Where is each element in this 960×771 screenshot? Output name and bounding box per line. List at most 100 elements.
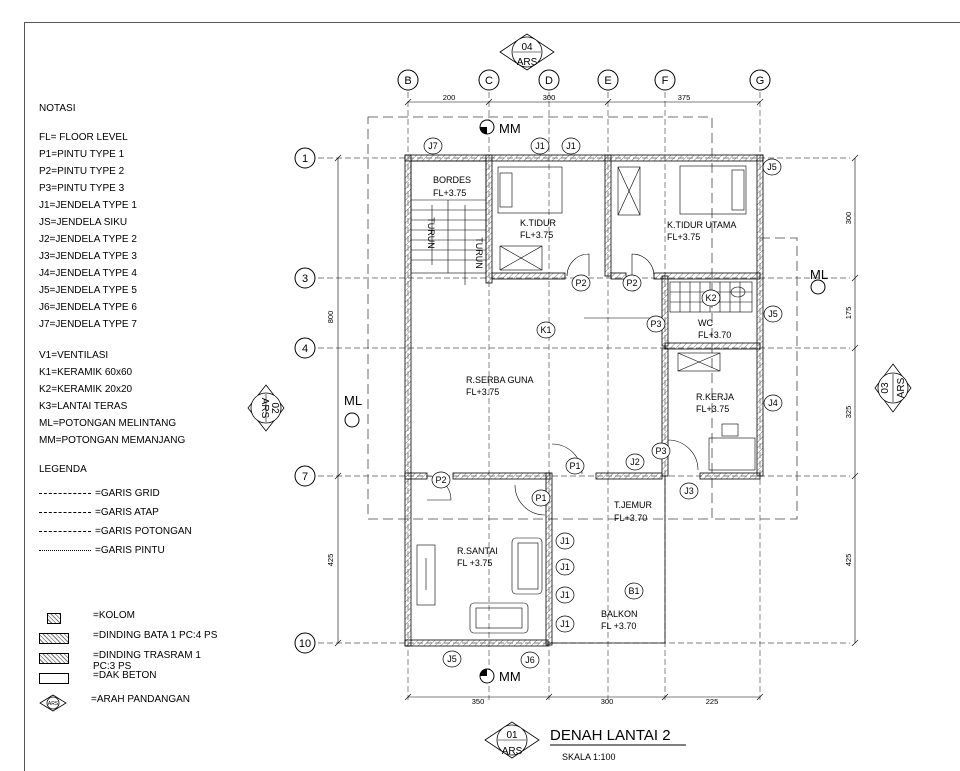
notation-item: K3=LANTAI TERAS [39,401,128,412]
notation-item: FL= FLOOR LEVEL [39,132,128,143]
drawing-title: DENAH LANTAI 2 [550,727,671,744]
tag-p3: P3 [651,442,671,460]
grid-bubble-row [294,147,316,169]
section-ml-label: ML [344,393,362,408]
legend-roof-label: =GARIS ATAP [95,507,159,518]
wardrobe-icon [499,245,543,271]
room-name: K.TIDUR UTAMA [667,220,736,230]
tag-j3: J3 [679,482,699,500]
view-num: 01 [506,730,518,741]
view-code: ARS [517,57,538,68]
tag-text: P2 [626,278,637,288]
grid-col-label: F [662,75,669,87]
tag-text: J1 [560,536,570,546]
notation-item: P3=PINTU TYPE 3 [39,183,125,194]
tag-p2: P2 [622,274,642,292]
tag-text: J4 [768,398,778,408]
room-level: FL+3.75 [433,188,466,198]
notation-item: J7=JENDELA TYPE 7 [39,319,137,330]
legend-grid-line: =GARIS GRID [39,484,192,503]
notation-item: J5=JENDELA TYPE 5 [39,285,137,296]
grid-col-label: B [404,75,411,87]
legend-concrete-slab: =DAK BETON [39,670,223,690]
legend-brick-wall: =DINDING BATA 1 PC:4 PS [39,630,223,650]
tag-text: K1 [540,325,551,335]
notation-item: JS=JENDELA SIKU [39,217,128,228]
legend-column-label: =KOLOM [93,610,135,621]
legend-heading: LEGENDA [39,464,87,475]
view-marker-top: 04 ARS [499,33,555,71]
notation-item: J3=JENDELA TYPE 3 [39,251,137,262]
tags: J7 J1 J1 J5 P2 P2 K2 J5 P3 K1 J4 P3 P1 J… [423,137,783,669]
tag-j1: J1 [555,586,575,604]
legend-brick-wall-label: =DINDING BATA 1 PC:4 PS [93,630,218,641]
walls [404,154,764,647]
tag-text: J5 [447,654,457,664]
tag-text: J1 [560,590,570,600]
tag-text: J3 [684,486,694,496]
sofa-icon [469,602,529,634]
tag-p1: P1 [531,489,551,507]
tag-text: K2 [705,293,716,303]
tag-j5: J5 [763,305,783,323]
tag-j4: J4 [763,394,783,412]
column-bubbles: B C D E F G [397,69,771,91]
column-swatch [47,613,61,624]
room-name: R.SANTAI [457,546,498,556]
tag-text: J7 [428,141,438,151]
sofa-icon [511,537,543,595]
notation-item: J6=JENDELA TYPE 6 [39,302,137,313]
stair-label: TURUN [474,237,484,269]
drawing-scale: SKALA 1:100 [562,752,616,762]
room-name: K.TIDUR [520,218,557,228]
room-labels: BORDES FL+3.75 K.TIDUR FL+3.75 K.TIDUR U… [433,175,736,631]
grid-row-label: 1 [302,153,308,165]
toilet-icon [730,286,746,298]
dim-top: 300 [543,93,556,102]
furniture [416,165,756,634]
trasram-wall-swatch [39,653,69,664]
room-level: FL +3.70 [601,621,636,631]
grid-bubble-col [538,69,560,91]
tag-text: J6 [525,655,535,665]
concrete-slab-swatch [39,673,69,684]
grid-bubble-row [294,632,316,654]
tag-text: J2 [630,457,640,467]
room-level: FL+3.70 [614,513,647,523]
tag-text: P2 [435,475,446,485]
view-marker-left: 02 ARS [247,384,285,432]
grid-row-label: 4 [302,343,308,355]
grid-bubble-row [294,267,316,289]
legend-section-label: =GARIS POTONGAN [95,526,192,537]
tag-k1: K1 [536,321,556,339]
legend-trasram-wall: =DINDING TRASRAM 1 PC:3 PS [39,650,223,672]
tag-text: P3 [650,319,661,329]
grid-col-label: E [604,75,611,87]
tag-j5: J5 [762,158,782,176]
tag-p1: P1 [565,457,585,475]
grid-bubble-row [294,337,316,359]
tag-j1: J1 [555,532,575,550]
dim-bottom: 300 [601,697,614,706]
legend-view-direction-label: =ARAH PANDANGAN [91,694,191,705]
section-mm-label: MM [499,121,521,136]
tag-k2: K2 [701,289,721,307]
notation-item: J1=JENDELA TYPE 1 [39,200,137,211]
view-direction-icon: ARS [39,694,67,712]
dim-top: 375 [678,93,691,102]
legend-door-line: =GARIS PINTU [39,541,192,560]
room-level: FL+3.75 [667,232,700,242]
legend-roof-line: =GARIS ATAP [39,503,192,522]
tag-text: J5 [768,309,778,319]
dim-right: 300 [844,212,853,225]
notation-heading: NOTASI [39,103,76,114]
tag-text: B1 [628,586,639,596]
dim-right: 175 [844,307,853,320]
dim-left: 425 [326,554,335,567]
section-mm-label: MM [499,669,521,684]
tag-text: P1 [535,493,546,503]
grid-col-label: D [545,75,553,87]
